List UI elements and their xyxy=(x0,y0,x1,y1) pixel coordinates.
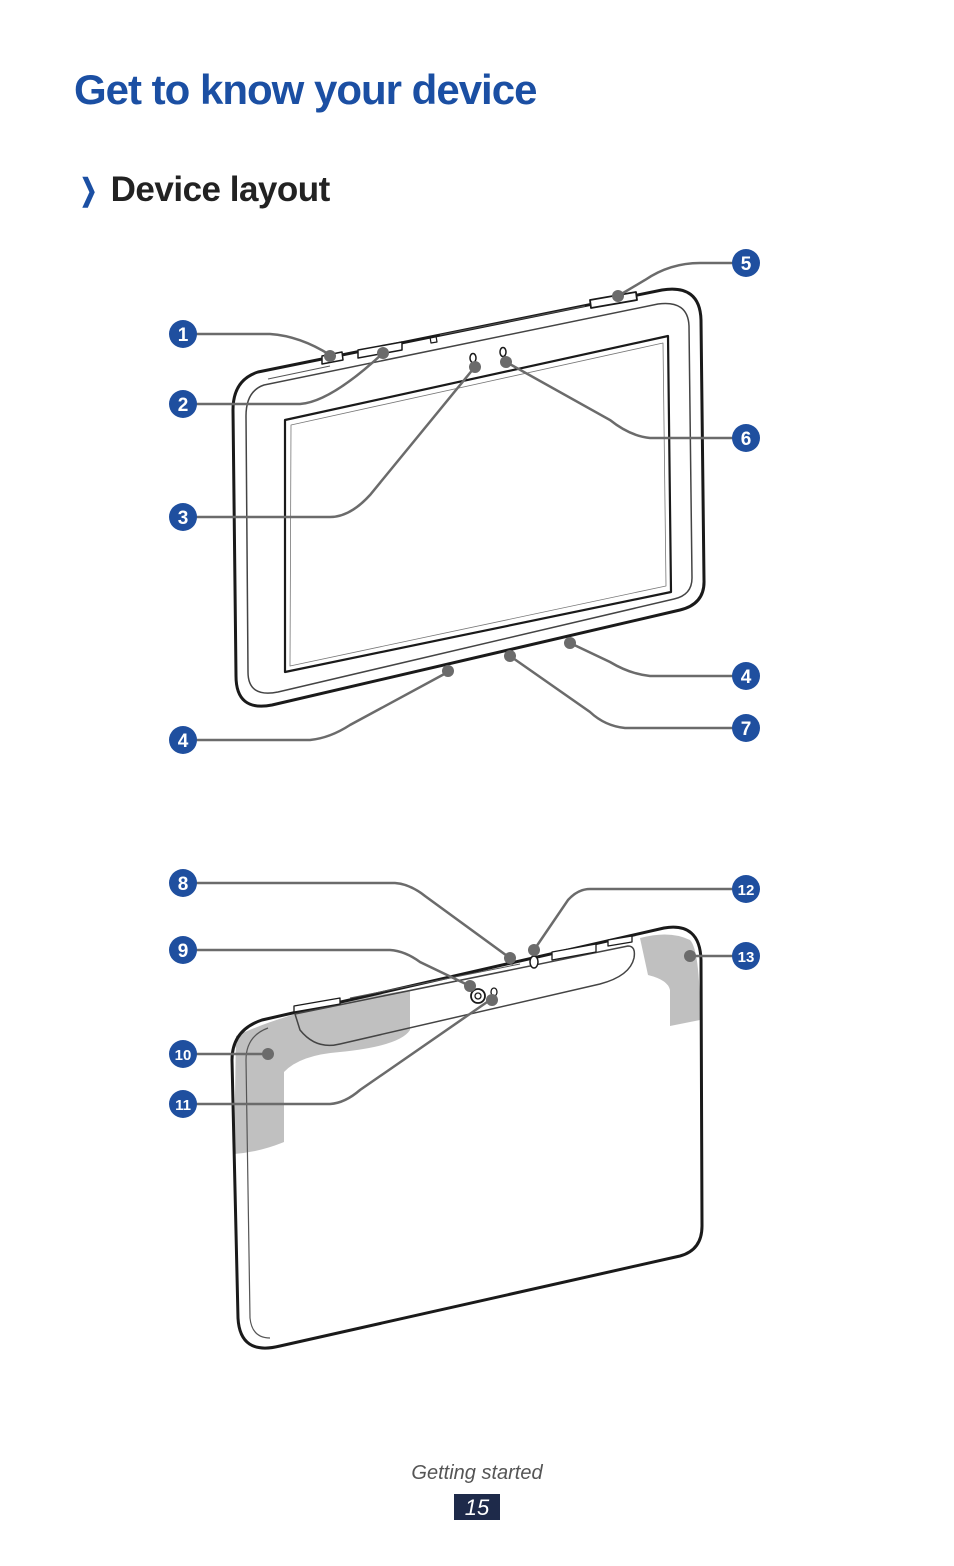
back-leader-lines xyxy=(185,881,744,1106)
callout-5-label: 5 xyxy=(741,254,752,275)
callout-4-right: 4 xyxy=(732,662,760,690)
front-leader-lines xyxy=(185,261,744,742)
callout-13-label: 13 xyxy=(738,949,755,966)
callout-7: 7 xyxy=(732,714,760,742)
callout-11: 11 xyxy=(169,1090,197,1118)
callout-10: 10 xyxy=(169,1040,197,1068)
section-heading-label: Device layout xyxy=(110,170,331,209)
callout-10-label: 10 xyxy=(175,1047,192,1064)
callout-2: 2 xyxy=(169,390,197,418)
callout-1-label: 1 xyxy=(178,325,189,346)
page-title: Get to know your device xyxy=(74,66,537,113)
back-leader-dots xyxy=(262,944,696,1060)
callout-12: 12 xyxy=(732,875,760,903)
footer-caption: Getting started xyxy=(411,1462,543,1484)
callout-11-label: 11 xyxy=(175,1097,191,1114)
section-heading: ❯ Device layout xyxy=(76,170,331,210)
callout-2-label: 2 xyxy=(178,395,189,416)
callout-1: 1 xyxy=(169,320,197,348)
chevron-right-icon: ❯ xyxy=(79,173,98,207)
callout-4-right-label: 4 xyxy=(741,667,752,688)
callout-4-left-label: 4 xyxy=(178,731,189,752)
callout-8-label: 8 xyxy=(178,874,189,895)
callout-12-label: 12 xyxy=(738,882,755,899)
callout-5: 5 xyxy=(732,249,760,277)
front-leader-dots xyxy=(324,290,624,677)
callout-6-label: 6 xyxy=(741,429,752,450)
back-view-illustration xyxy=(230,925,704,1350)
callout-8: 8 xyxy=(169,869,197,897)
page-number: 15 xyxy=(454,1494,500,1520)
callout-4-left: 4 xyxy=(169,726,197,754)
callout-3: 3 xyxy=(169,503,197,531)
callout-9-label: 9 xyxy=(178,941,189,962)
callout-9: 9 xyxy=(169,936,197,964)
callout-6: 6 xyxy=(732,424,760,452)
callout-13: 13 xyxy=(732,942,760,970)
front-view-illustration xyxy=(231,287,706,708)
callout-3-label: 3 xyxy=(178,508,189,529)
callout-7-label: 7 xyxy=(741,719,752,740)
